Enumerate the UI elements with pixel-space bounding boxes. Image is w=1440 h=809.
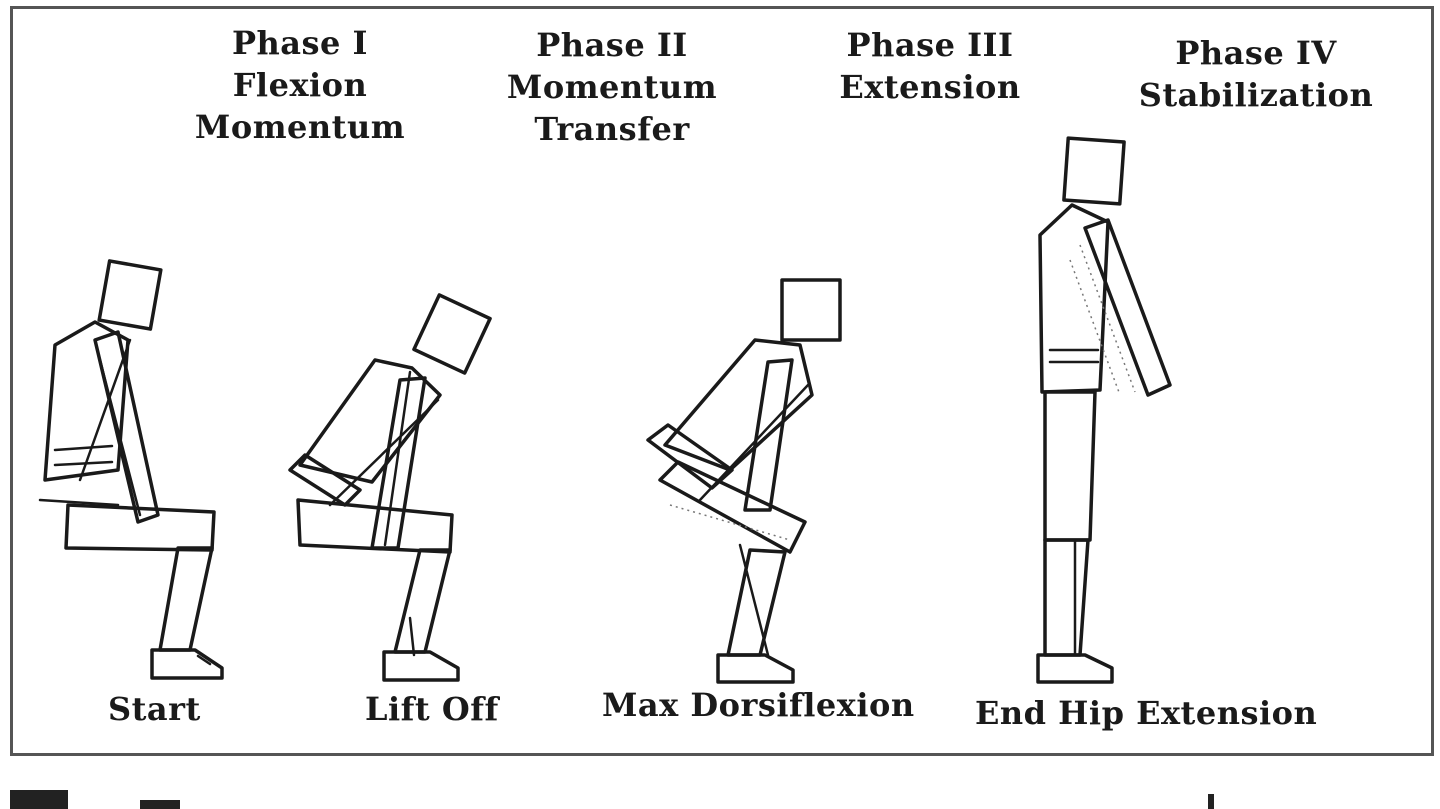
figure-lift-off [288, 293, 492, 682]
figure-start-head [97, 259, 163, 331]
figure-max-dorsiflexion-hand [646, 423, 734, 490]
figure-max-dorsiflexion-torso [663, 338, 814, 472]
figure-lift-off-arm [370, 376, 427, 550]
figure-lift-off-head [412, 293, 492, 375]
event-label-start: Start [108, 690, 201, 728]
figure-start-foot [150, 648, 224, 680]
figure-max-dorsiflexion-arm [743, 358, 794, 512]
figure-start-shank [158, 546, 214, 652]
figure-start-arm [93, 330, 160, 524]
figure-max-dorsiflexion-thigh [658, 460, 807, 554]
event-label-max-dorsiflexion: Max Dorsiflexion [602, 686, 915, 724]
cropped-caption [0, 772, 1440, 809]
phase-2-title: Phase II [536, 26, 688, 64]
figure-end-hip-extension-thigh [1043, 390, 1097, 542]
figure-max-dorsiflexion [646, 278, 842, 684]
figure-end-hip-extension-torso [1038, 203, 1110, 394]
event-label-end-hip-extension: End Hip Extension [975, 694, 1318, 732]
figure-end-hip-extension [1036, 136, 1172, 684]
phase-2-line3: Transfer [534, 110, 690, 148]
figure-end-hip-extension-head [1062, 136, 1126, 206]
figure-max-dorsiflexion-shank [726, 548, 787, 657]
phase-1-title: Phase I [231, 24, 369, 62]
phase-4-label: Phase IV Stabilization [1130, 32, 1382, 116]
figure-lift-off-foot [382, 650, 460, 682]
figure-start-torso [43, 320, 130, 482]
figure-start [38, 259, 224, 680]
phase-1-label: Phase I Flexion Momentum [190, 22, 410, 148]
figure-lift-off-hand [288, 453, 362, 507]
phase-1-line3: Momentum [194, 108, 406, 146]
figure-end-hip-extension-shank [1043, 538, 1090, 657]
phase-3-title: Phase III [846, 26, 1014, 64]
phase-3-label: Phase III Extension [830, 24, 1030, 108]
phase-2-label: Phase II Momentum Transfer [500, 24, 724, 150]
figure-lift-off-shank [393, 548, 452, 654]
phase-2-line2: Momentum [506, 68, 718, 106]
phase-4-title: Phase IV [1175, 34, 1337, 72]
figure-end-hip-extension-arm [1083, 218, 1172, 397]
phase-1-line2: Flexion [232, 66, 368, 104]
event-label-lift-off: Lift Off [365, 690, 499, 728]
phase-4-line2: Stabilization [1138, 76, 1374, 114]
figure-max-dorsiflexion-head [780, 278, 842, 342]
phase-3-line2: Extension [839, 68, 1021, 106]
figure-max-dorsiflexion-foot [716, 653, 795, 684]
figure-end-hip-extension-foot [1036, 653, 1114, 684]
